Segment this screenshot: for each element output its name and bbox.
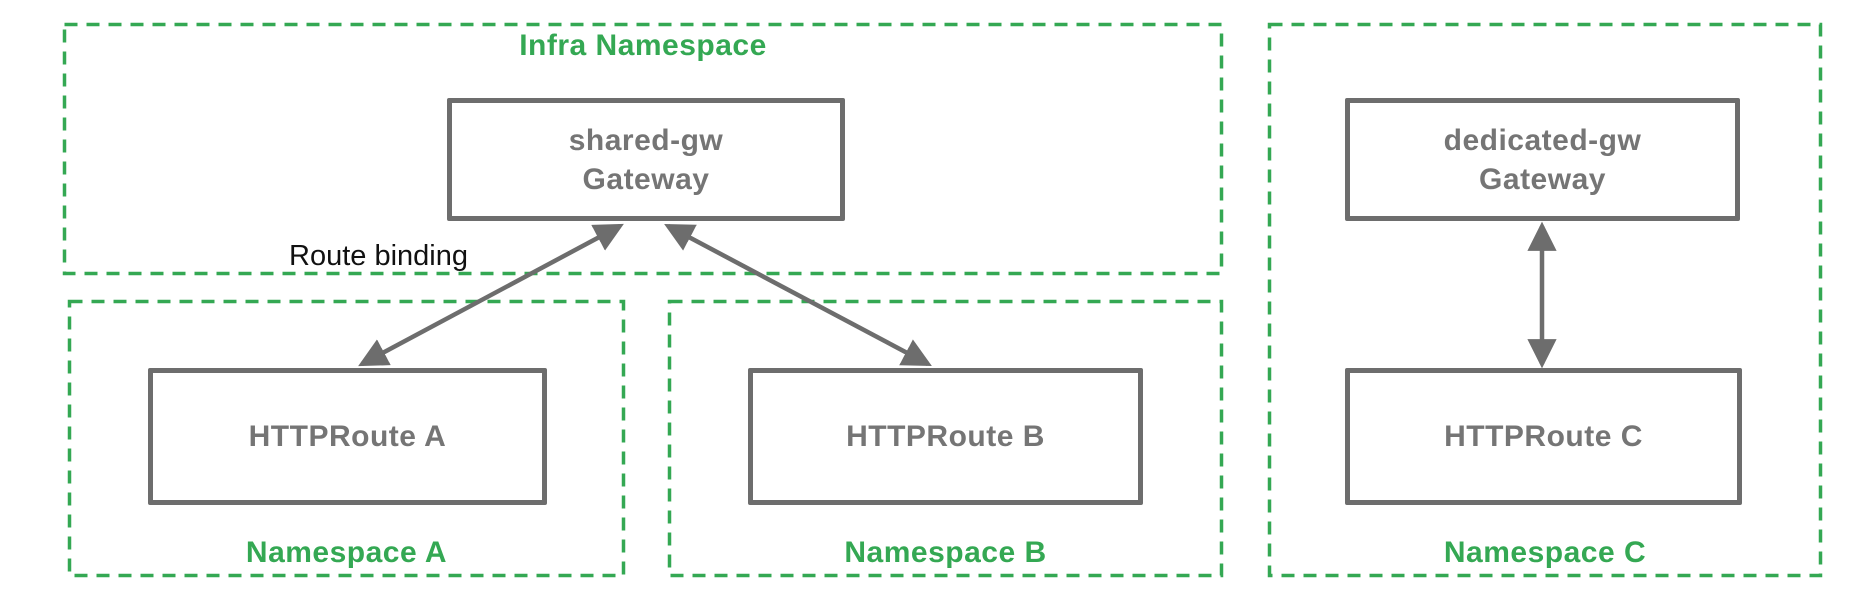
namespace-c-label: Namespace C [1443, 536, 1647, 569]
httproute-b-node: HTTPRoute B [748, 368, 1143, 505]
dedicated-gw-gateway-name: dedicated-gw [1443, 123, 1642, 157]
httproute-c-node: HTTPRoute C [1345, 368, 1742, 505]
namespace-b-boundary [667, 299, 1224, 578]
arrow-httproute-a-to-shared-gw [358, 223, 624, 367]
shared-gw-gateway-node: shared-gw Gateway [447, 98, 845, 221]
infra-namespace-label: Infra Namespace [519, 29, 767, 62]
arrow-httproute-b-to-shared-gw [664, 223, 932, 367]
dedicated-gw-gateway-node: dedicated-gw Gateway [1345, 98, 1740, 221]
infra-namespace-boundary [62, 22, 1224, 276]
shared-gw-gateway-name: shared-gw [568, 123, 724, 157]
httproute-c-label: HTTPRoute C [1444, 420, 1643, 453]
dedicated-gw-gateway-kind: Gateway [1479, 162, 1606, 196]
route-binding-label: Route binding [289, 240, 468, 272]
namespace-a-label: Namespace A [245, 536, 448, 569]
namespace-a-boundary [67, 299, 626, 578]
namespace-c-boundary [1267, 22, 1823, 578]
httproute-a-label: HTTPRoute A [248, 420, 447, 453]
httproute-b-label: HTTPRoute B [846, 420, 1045, 453]
httproute-a-node: HTTPRoute A [148, 368, 547, 505]
namespace-b-label: Namespace B [844, 536, 1047, 569]
shared-gw-gateway-kind: Gateway [582, 162, 710, 196]
